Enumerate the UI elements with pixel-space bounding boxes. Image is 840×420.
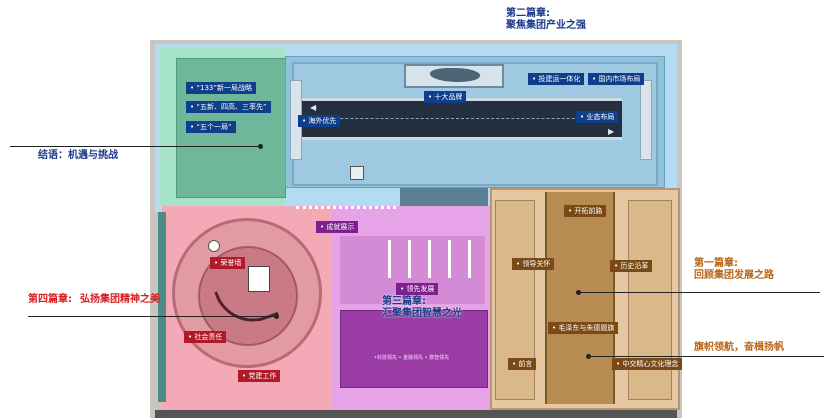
leader-end-dot: [258, 144, 263, 149]
leader-slogan-dot: [586, 354, 591, 359]
chapter-1-title: 回顾集团发展之路: [694, 270, 774, 281]
leader-ch1-dot: [576, 290, 581, 295]
leader-end: [10, 146, 262, 147]
brown-carpet: [545, 192, 615, 404]
kiosk: [350, 166, 364, 180]
pink-item-3: 党建工作: [238, 370, 281, 382]
leader-ch4-dot: [274, 314, 279, 319]
green-item-3: “五个一局”: [186, 121, 236, 133]
chapter-1-label: 第一篇章:: [694, 258, 738, 269]
purple-item-2: 领先发展: [396, 283, 439, 295]
brown-left-wall: [495, 200, 535, 400]
green-item-1: “133”新一局战略: [186, 82, 256, 94]
stripe-2: [408, 240, 411, 278]
chapter-3-title: 汇聚集团智慧之光: [382, 308, 462, 319]
brown-right-wall: [628, 200, 672, 400]
pink-item-2: 社会责任: [184, 331, 227, 343]
blue-item-1: 投建运一体化: [528, 73, 585, 85]
pink-zone-shadow: [158, 212, 166, 402]
green-item-2: “五新、四高、三率先”: [186, 101, 271, 113]
brown-item-1: 开拓前路: [564, 205, 607, 217]
blue-item-4: 业态布局: [576, 111, 619, 123]
chapter-4-title: 弘扬集团精神之美: [80, 294, 160, 305]
honor-wall-board: [248, 266, 270, 292]
chapter-2-title: 聚焦集团产业之强: [506, 20, 586, 31]
purple-screen: [340, 310, 488, 388]
blue-item-3: 海外优先: [298, 115, 341, 127]
chapter-3-label: 第三篇章:: [382, 296, 426, 307]
purple-item-1: 成就展示: [316, 221, 359, 233]
chapter-4-heading: 第四篇章:: [28, 294, 72, 305]
corridor: [400, 188, 488, 206]
runway-line: [310, 118, 610, 120]
leader-ch1: [578, 292, 820, 293]
blue-brand-label: 十大品牌: [424, 91, 467, 103]
stripe-1: [388, 240, 391, 278]
chapter-2-label: 第二篇章:: [506, 8, 550, 19]
runway-arrow-right: ▶: [608, 127, 615, 136]
brown-item-3: 历史沿革: [610, 260, 653, 272]
brown-item-6: 中交精心文化理念: [612, 358, 683, 370]
stripe-3: [428, 240, 431, 278]
photo-wall-map: [430, 68, 480, 82]
stripe-4: [448, 240, 451, 278]
blue-item-2: 国内市场布局: [588, 73, 645, 85]
runway-arrow-left: ◀: [310, 103, 317, 112]
bottom-strip: [155, 410, 677, 418]
brown-item-5: 前言: [508, 358, 537, 370]
circle-post: [208, 240, 220, 252]
pink-item-1: 荣誉墙: [210, 257, 246, 269]
right-stage: [640, 80, 652, 160]
stripe-5: [468, 240, 471, 278]
slogan-heading: 旗帜领航，奋楫扬帆: [694, 342, 784, 353]
end-heading: 结语：机遇与挑战: [38, 150, 118, 161]
chapter-3-heading: 第三篇章: 汇聚集团智慧之光: [382, 296, 462, 320]
leader-slogan: [588, 356, 824, 357]
brown-item-2: 领导关怀: [512, 258, 555, 270]
purple-screen-text: •科技领先 • 金融领先 • 数智领先: [374, 355, 450, 361]
leader-ch4: [28, 316, 276, 317]
brown-item-4: 毛泽东与朱德题旗: [548, 322, 619, 334]
chapter-1-heading: 第一篇章: 回顾集团发展之路: [694, 258, 774, 282]
dot-row: [296, 206, 396, 215]
chapter-2-heading: 第二篇章: 聚焦集团产业之强: [506, 8, 586, 32]
